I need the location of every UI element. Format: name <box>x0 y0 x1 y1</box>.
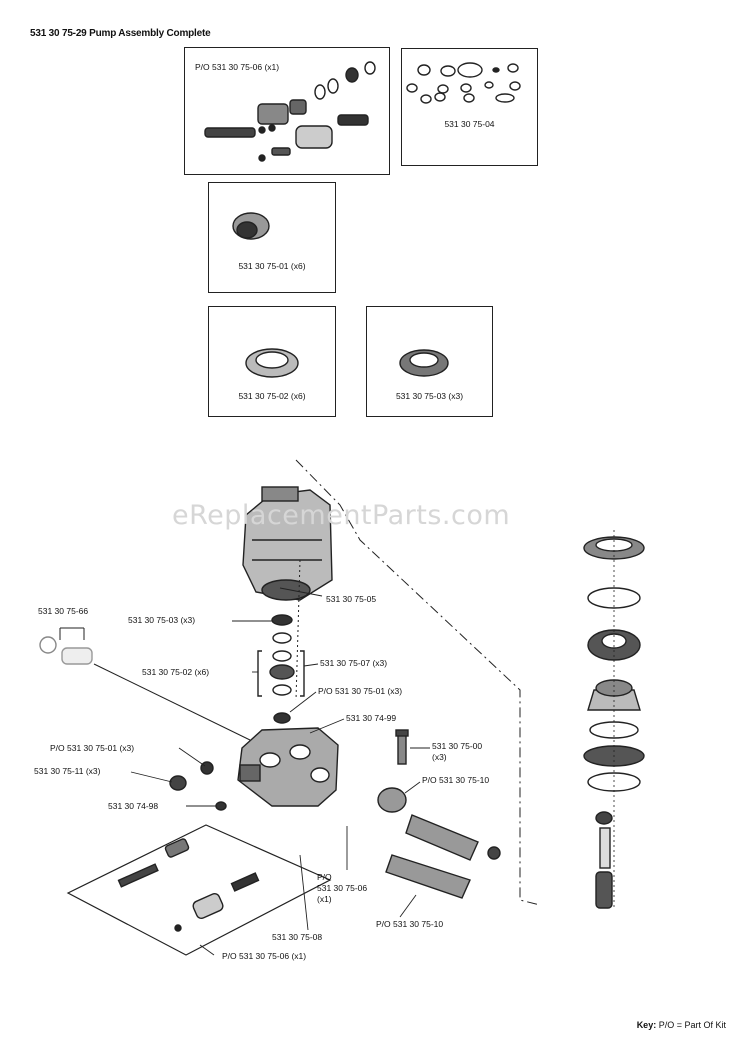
callout-75-03: 531 30 75-03 (x3) <box>128 615 196 625</box>
legend-key: Key: P/O = Part Of Kit <box>637 1020 726 1030</box>
callout-75-08: 531 30 75-08 <box>272 932 323 942</box>
callout-74-98: 531 30 74-98 <box>108 801 159 811</box>
callout-po-75-01-a: P/O 531 30 75-01 (x3) <box>318 686 403 696</box>
callout-75-07: 531 30 75-07 (x3) <box>320 658 388 668</box>
kit-box-01[interactable]: 531 30 75-01 (x6) <box>208 182 336 293</box>
callout-75-05: 531 30 75-05 <box>326 594 377 604</box>
kit-label-04: 531 30 75-04 <box>444 119 495 129</box>
page-title: 531 30 75-29 Pump Assembly Complete <box>30 28 211 39</box>
pump-head-art <box>242 486 333 601</box>
kit-box-04[interactable]: 531 30 75-04 <box>401 48 538 166</box>
callout-po-75-10-a: P/O 531 30 75-10 <box>422 775 490 785</box>
piston-assembly-art <box>377 787 501 899</box>
kit02-seal-art <box>245 348 299 378</box>
callout-75-00: 531 30 75-00 <box>432 741 483 751</box>
callout-po-75-06-a: P/O <box>317 872 332 882</box>
callout-74-99: 531 30 74-99 <box>346 713 397 723</box>
kit06-lower-parts-art <box>117 838 260 932</box>
callout-po-75-06-d: P/O 531 30 75-06 (x1) <box>222 951 307 961</box>
callout-75-66: 531 30 75-66 <box>38 606 89 616</box>
kit03-seal-art <box>399 349 449 377</box>
key-text: P/O = Part Of Kit <box>658 1020 726 1030</box>
callout-75-00-qty: (x3) <box>432 752 447 762</box>
watermark: eReplacementParts.com <box>172 500 511 531</box>
kit-label-03: 531 30 75-03 (x3) <box>395 391 464 401</box>
kit06-parts-art <box>204 61 376 162</box>
callout-75-02: 531 30 75-02 (x6) <box>142 667 210 677</box>
right-stack-art <box>583 530 645 910</box>
kit04-orings-art <box>406 62 521 104</box>
callout-po-75-10-b: P/O 531 30 75-10 <box>376 919 444 929</box>
kit01-valve-art <box>232 212 270 240</box>
key-label: Key: <box>636 1020 657 1030</box>
kit-label-01: 531 30 75-01 (x6) <box>238 261 306 271</box>
kit-label-02: 531 30 75-02 (x6) <box>238 391 306 401</box>
callout-po-75-06-c: (x1) <box>317 894 332 904</box>
inlet-fitting-art <box>39 636 93 665</box>
callout-po-75-06-b: 531 30 75-06 <box>317 883 368 893</box>
pump-body-art <box>237 727 339 807</box>
callout-75-11: 531 30 75-11 (x3) <box>34 766 101 776</box>
callout-po-75-01-b: P/O 531 30 75-01 (x3) <box>50 743 135 753</box>
kit-label-06: P/O 531 30 75-06 (x1) <box>195 62 280 72</box>
